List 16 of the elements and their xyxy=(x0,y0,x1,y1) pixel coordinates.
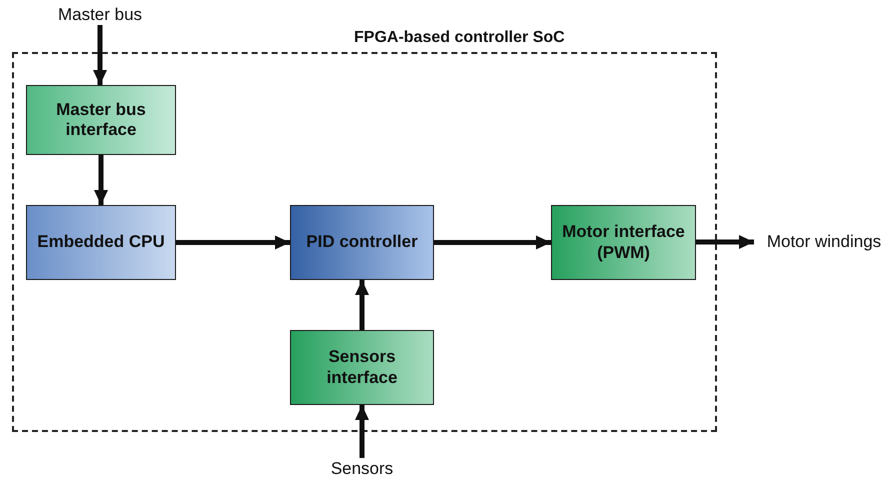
process-box: PID controller xyxy=(290,205,434,280)
arrow xyxy=(696,235,754,249)
process-box: Master bus interface xyxy=(26,85,176,155)
process-box: Sensors interface xyxy=(290,330,434,405)
arrow xyxy=(355,405,369,458)
arrow xyxy=(355,280,369,330)
io-label: Sensors xyxy=(322,458,402,480)
process-box: Motor interface (PWM) xyxy=(551,205,696,280)
arrow xyxy=(176,236,290,250)
io-label: Master bus xyxy=(48,5,152,25)
group-title: FPGA-based controller SoC xyxy=(354,29,565,47)
arrow xyxy=(94,155,108,205)
process-box: Embedded CPU xyxy=(26,205,176,280)
io-label: Motor windings xyxy=(754,230,894,254)
arrow xyxy=(93,25,107,85)
arrow xyxy=(434,236,551,250)
